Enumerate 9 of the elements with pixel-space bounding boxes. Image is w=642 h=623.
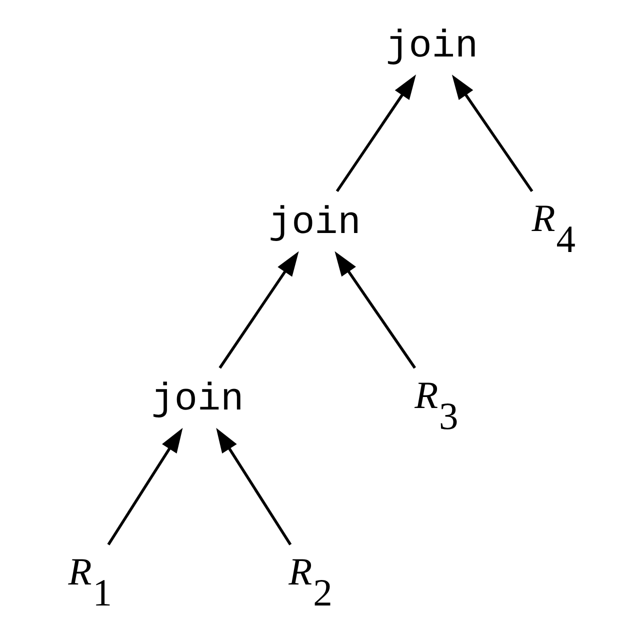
arrow [336, 74, 416, 192]
arrow [218, 251, 299, 369]
arrow [107, 428, 183, 546]
node-text: join [268, 200, 361, 245]
node-text: join [386, 24, 478, 68]
arrow [452, 74, 534, 192]
arrow [216, 428, 292, 546]
node-text: join [151, 378, 244, 422]
arrow [334, 251, 416, 369]
